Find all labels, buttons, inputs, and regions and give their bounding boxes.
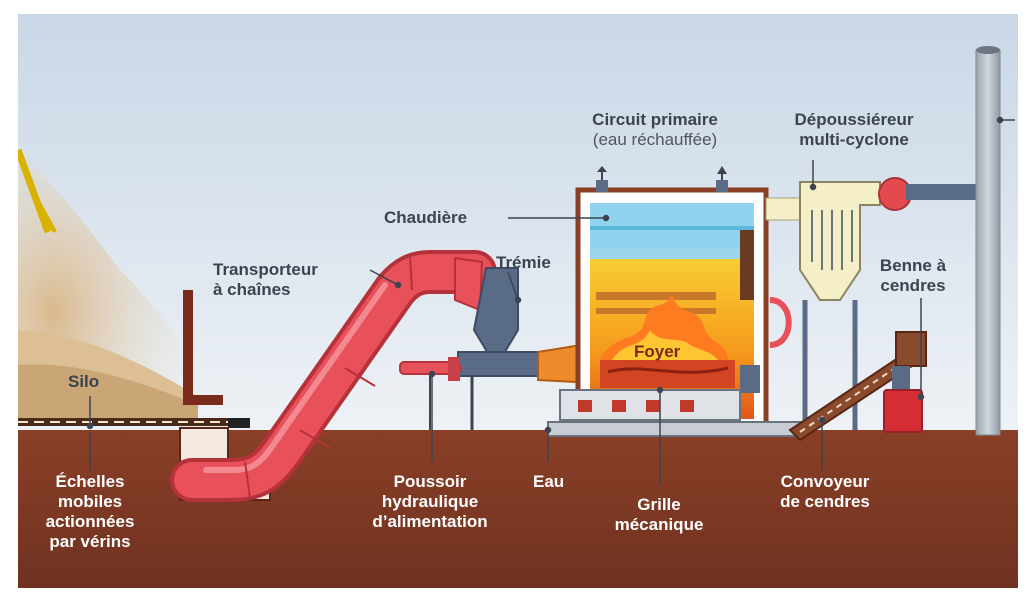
label-echelles-line-1: Échelles [55,472,125,491]
label-transporteur-line-2: à chaînes [213,280,291,299]
label-circuit-primaire: Circuit primaire (eau réchauffée) [560,110,750,150]
silo-wall [183,290,193,400]
label-depoussiereur-line-2: multi-cyclone [799,130,909,149]
label-echelles-line-3: actionnées [45,512,135,531]
label-poussoir-line-1: Poussoir [393,472,467,491]
label-circuit-primaire-sub: (eau réchauffée) [592,130,718,149]
leader-lines [86,116,1015,485]
label-poussoir-line-3: d’alimentation [372,512,488,531]
label-silo: Silo [68,372,100,391]
label-eau: Eau [533,472,565,491]
label-convoyeur-line-1: Convoyeur [780,472,870,491]
ash-bin [883,366,923,433]
chimney [975,46,1001,436]
label-chaudiere: Chaudière [384,208,468,227]
label-foyer: Foyer [634,342,681,361]
label-grille: Grille mécanique [594,495,724,535]
label-echelles: Échelles mobiles actionnées par vérins [30,472,150,552]
label-grille-line-2: mécanique [614,515,704,534]
label-grille-line-1: Grille [637,495,681,514]
hydraulic-pusher [399,357,474,430]
label-benne: Benne à cendres [858,256,968,296]
label-echelles-line-4: par vérins [49,532,131,551]
label-transporteur-line-1: Transporteur [213,260,318,279]
label-depoussiereur-line-1: Dépoussiéreur [794,110,914,129]
label-tremie: Trémie [496,253,551,272]
label-benne-line-2: cendres [880,276,946,295]
hopper [457,267,549,377]
label-benne-line-1: Benne à [879,256,947,275]
label-circuit-primaire-title: Circuit primaire [592,110,718,129]
label-echelles-line-2: mobiles [57,492,123,511]
label-poussoir: Poussoir hydraulique d’alimentation [340,472,520,532]
chain-conveyor [170,250,497,502]
label-transporteur: Transporteur à chaînes [213,260,318,300]
label-convoyeur: Convoyeur de cendres [755,472,895,512]
moving-ladders [18,418,250,428]
label-convoyeur-line-2: de cendres [780,492,870,511]
label-depoussiereur: Dépoussiéreur multi-cyclone [764,110,944,150]
multicyclone [765,177,976,430]
label-poussoir-line-2: hydraulique [381,492,479,511]
boiler [547,166,815,437]
silo-pile [14,148,200,422]
